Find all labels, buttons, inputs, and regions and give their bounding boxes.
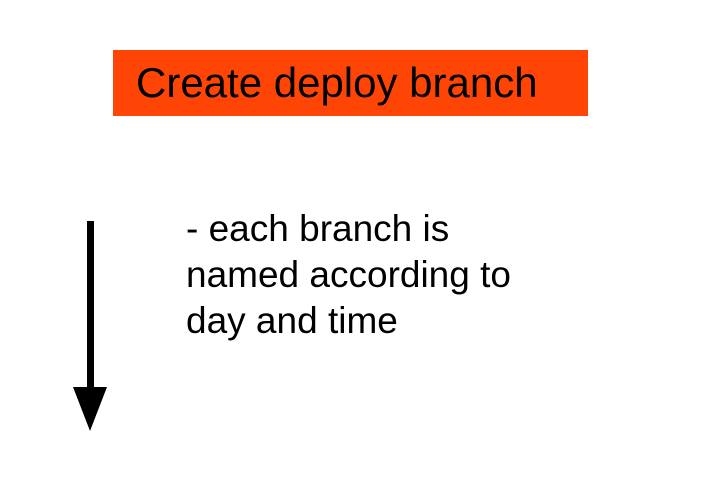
note-line: - each branch is: [186, 208, 450, 249]
branch-naming-note: - each branch is named according to day …: [186, 206, 511, 344]
note-line: day and time: [186, 300, 398, 341]
create-deploy-branch-box: Create deploy branch: [113, 50, 588, 116]
arrow-line: [87, 221, 94, 389]
arrow-head: [73, 387, 107, 431]
note-line: named according to: [186, 254, 511, 295]
down-arrow-icon: [73, 221, 108, 431]
create-deploy-branch-label: Create deploy branch: [136, 59, 538, 106]
